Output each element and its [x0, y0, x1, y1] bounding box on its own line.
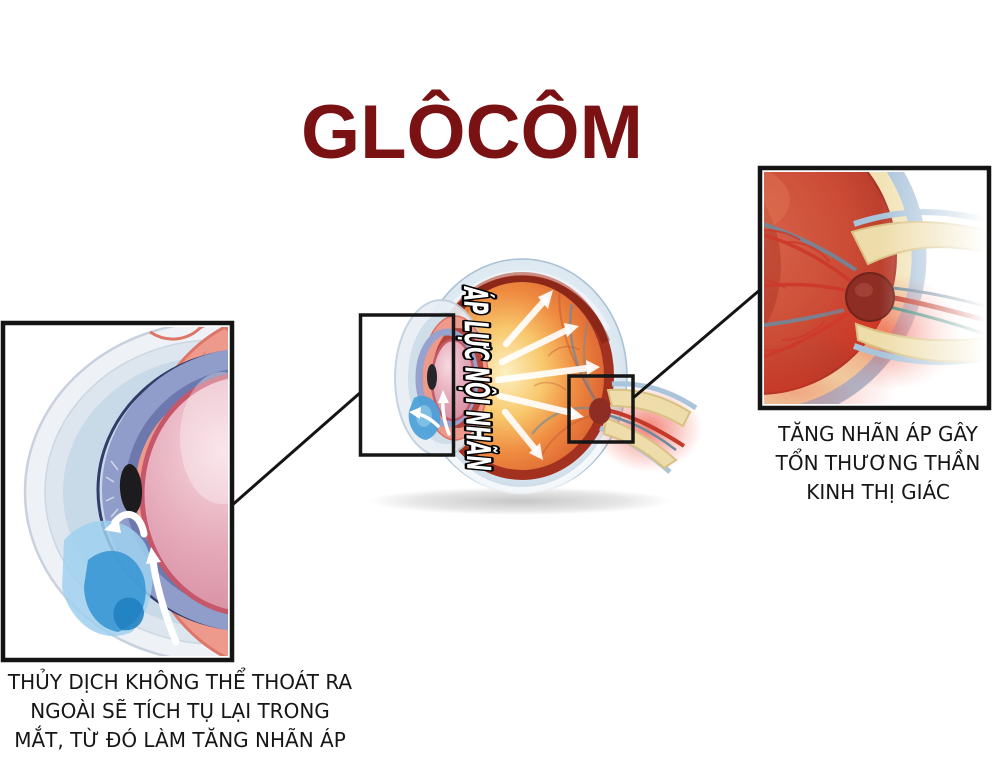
nerve-sheath-upper: [606, 388, 692, 428]
caption-line: TĂNG NHÃN ÁP GÂY: [778, 422, 978, 446]
right-inset-caption: TĂNG NHÃN ÁP GÂY TỔN THƯƠNG THẦN KINH TH…: [756, 420, 1000, 507]
connector-left: [229, 390, 362, 509]
flow-arrow: [149, 556, 180, 646]
right-inset-border: [757, 165, 992, 411]
left-inset-caption: THỦY DỊCH KHÔNG THỂ THOÁT RA NGOÀI SẼ TÍ…: [0, 668, 360, 755]
caption-line: MẮT, TỪ ĐÓ LÀM TĂNG NHÃN ÁP: [14, 728, 346, 752]
highlight-rect-anterior: [358, 313, 456, 457]
pressure-arrow: [494, 364, 592, 384]
eye-cross-section: ÁP LỰC NỘI NHÃN: [368, 258, 702, 515]
pressure-arrow: [496, 392, 576, 417]
caption-line: THỦY DỊCH KHÔNG THỂ THOÁT RA: [7, 670, 353, 694]
pupil: [119, 464, 143, 514]
nerve-sheath-lower: [602, 416, 678, 470]
optic-disc-mini: [589, 398, 611, 424]
iris-boundary: [96, 350, 228, 630]
eyeball-shadow: [368, 487, 672, 515]
anterior-chamber-zoom: [0, 320, 235, 663]
highlight-rect-nerve: [567, 374, 635, 444]
lens: [139, 373, 228, 615]
pressure-arrows: [494, 290, 600, 460]
caption-line: NGOÀI SẼ TÍCH TỤ LẠI TRONG: [30, 699, 330, 723]
pressure-arrow: [498, 326, 571, 366]
optic-nerve-zoom: [757, 165, 992, 411]
connector-right: [632, 287, 762, 400]
pupil-mini: [427, 364, 437, 390]
pressure-label: ÁP LỰC NỘI NHÃN: [456, 285, 499, 471]
iris: [102, 349, 228, 631]
pressure-arrow: [501, 408, 539, 453]
caption-line: KINH THỊ GIÁC: [806, 480, 950, 504]
left-inset-border: [0, 320, 235, 663]
pressure-arrow: [502, 296, 549, 348]
page-title: GLÔCÔM: [301, 89, 643, 175]
anterior-segment-mini: [394, 299, 489, 457]
retina-artery: [558, 287, 597, 401]
caption-line: TỔN THƯƠNG THẦN: [775, 451, 981, 475]
optic-nerve-exit: [589, 381, 702, 474]
